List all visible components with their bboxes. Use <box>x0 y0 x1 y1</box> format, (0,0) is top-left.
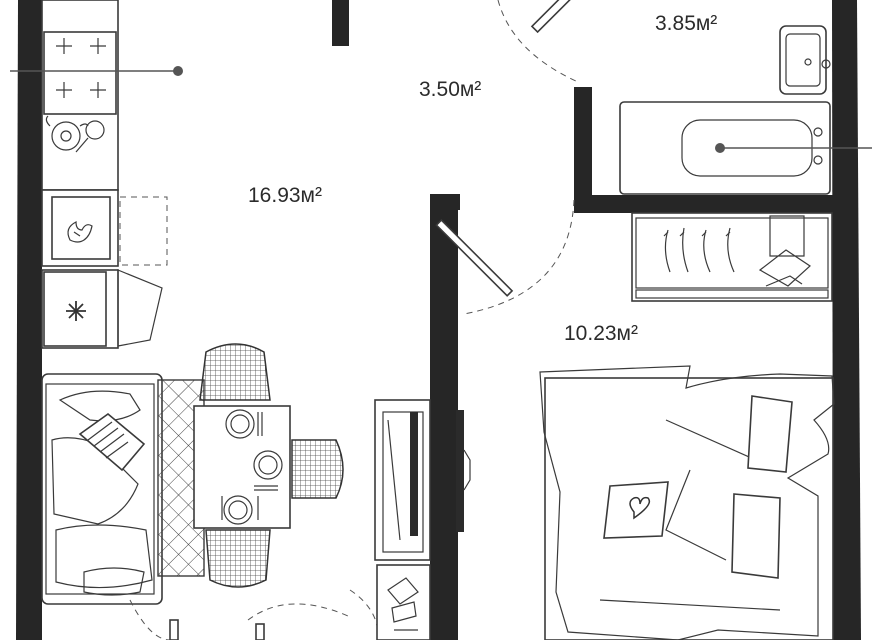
outer-wall-right <box>832 0 861 640</box>
tv-icon <box>410 410 471 536</box>
bed <box>539 365 835 640</box>
tv-stand <box>374 399 431 561</box>
fire-icon <box>67 221 93 243</box>
plate <box>253 450 283 480</box>
walls <box>16 0 861 640</box>
sofa <box>41 373 163 605</box>
door-living-bottom <box>129 589 379 640</box>
outer-wall-left <box>16 0 42 640</box>
partition-cap <box>430 194 460 210</box>
shoe-cabinet <box>376 564 431 640</box>
pan-icon <box>75 120 105 153</box>
heart-icon <box>629 496 651 520</box>
snowflake-icon <box>66 301 86 321</box>
chair-right <box>291 439 344 499</box>
area-label-hallway: 3.50м² <box>419 78 482 101</box>
bathtub <box>619 101 872 195</box>
area-label-living-kitchen: 16.93м² <box>248 184 322 207</box>
bathroom-wall-left <box>574 87 592 197</box>
dining-table <box>193 343 344 588</box>
kitchen-counter <box>10 0 183 349</box>
door-entrance <box>497 0 582 83</box>
partition-wall-bedroom <box>430 194 458 640</box>
plate <box>225 409 255 439</box>
pillow-striped <box>78 412 146 472</box>
wall-stub-top <box>332 0 349 46</box>
wardrobe <box>631 212 833 302</box>
burners <box>56 38 106 98</box>
chair-bottom <box>205 529 271 588</box>
bathroom-wall-bottom <box>574 195 844 213</box>
plate <box>223 495 253 525</box>
chair-top <box>199 343 271 401</box>
door-bedroom <box>435 199 575 315</box>
area-label-bedroom: 10.23м² <box>564 322 638 345</box>
stove-icon <box>43 31 117 115</box>
area-label-bathroom: 3.85м² <box>655 12 718 35</box>
pillow-heart <box>603 481 669 539</box>
sink <box>779 25 831 95</box>
